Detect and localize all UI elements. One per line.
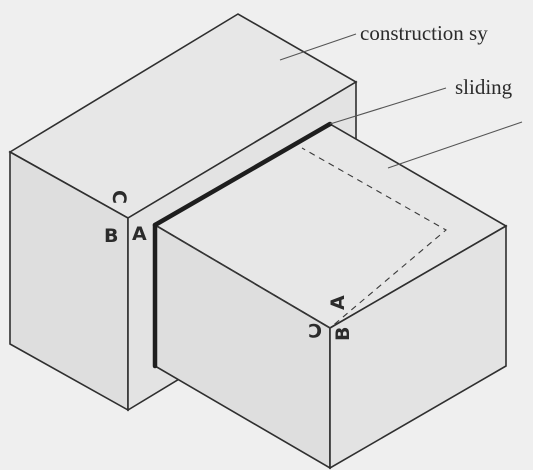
construction-leader-line <box>279 33 357 61</box>
vertex-label-a-left: A <box>132 223 147 245</box>
vertex-label-b-right: B <box>332 327 354 341</box>
right-box-right-face <box>329 224 507 470</box>
vertex-label-b-left: B <box>104 225 118 247</box>
hidden-edge-dashed <box>154 147 447 329</box>
sliding-label: sliding <box>455 75 513 99</box>
sliding-leader-line <box>329 87 447 125</box>
construction-label: construction sy <box>360 21 488 45</box>
vertex-label-c-left: C <box>108 190 130 204</box>
vertex-label-a-right: A <box>327 295 349 310</box>
sliding-edge-top <box>152 121 333 228</box>
vertex-label-c-right: C <box>308 319 322 341</box>
face-leader-line <box>387 121 523 169</box>
